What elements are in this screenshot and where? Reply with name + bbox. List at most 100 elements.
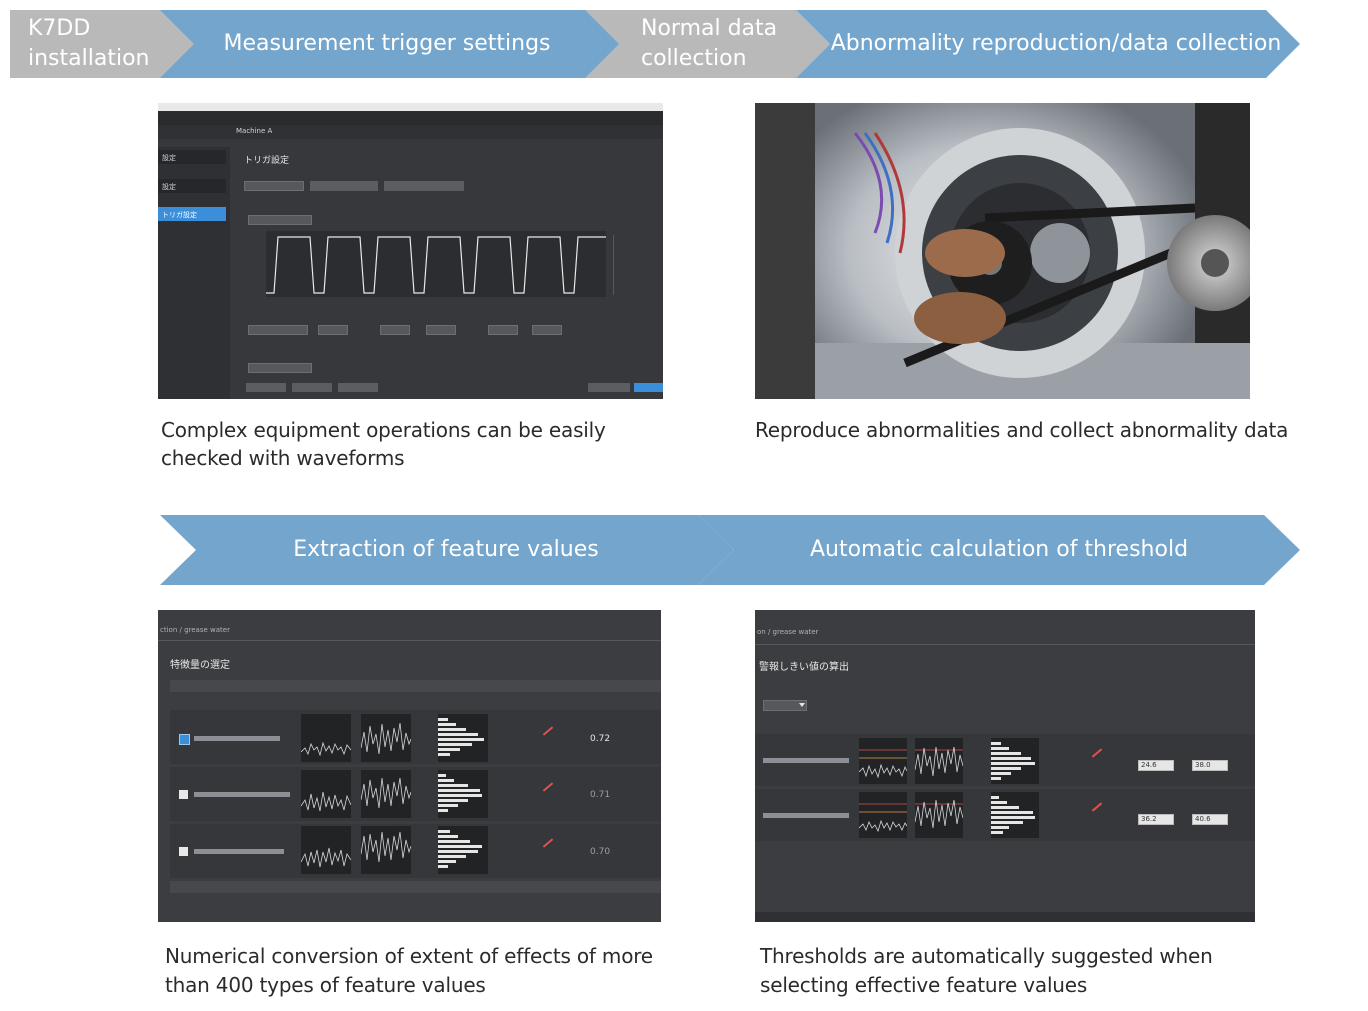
waveform-thumb-normal [301, 714, 351, 762]
sidebar-item-selected[interactable] [158, 207, 226, 221]
waveform-thumb-abnormal [915, 792, 963, 838]
feature-name-bar [194, 849, 284, 854]
trigger-option-button[interactable] [310, 181, 378, 191]
param-input[interactable] [426, 325, 456, 335]
step-measurement-trigger-settings: Measurement trigger settings [160, 10, 620, 78]
step-label: Automatic calculation of threshold [809, 537, 1189, 562]
feature-score: 0.71 [590, 790, 611, 800]
step-label-line2: collection [641, 46, 747, 71]
histogram-thumb [438, 714, 488, 762]
step-label-line1: Normal data [641, 16, 778, 41]
waveform-chart [266, 231, 606, 297]
step-abnormality-reproduction: Abnormality reproduction/data collection [796, 10, 1300, 78]
step-automatic-threshold: Automatic calculation of threshold [698, 515, 1300, 585]
step-label-line2: installation [28, 46, 150, 71]
feature-name-bar [194, 792, 290, 797]
chart-legend [613, 235, 654, 295]
checkbox-icon[interactable] [179, 734, 190, 745]
param-input[interactable] [532, 325, 562, 335]
param-input[interactable] [318, 325, 348, 335]
action-button[interactable] [588, 383, 630, 392]
step-k7dd-installation: K7DD installation [10, 10, 195, 78]
threshold-input-b[interactable] [1192, 814, 1228, 825]
caption-trigger-line1: Complex equipment operations can be easi… [161, 418, 606, 442]
action-button[interactable] [292, 383, 332, 392]
waveform-thumb-abnormal [361, 826, 411, 874]
feature-name-bar [763, 813, 849, 818]
threshold-input-b[interactable] [1192, 760, 1228, 771]
threshold-value-b: 40.6 [1195, 815, 1211, 823]
section-title: トリガ設定 [244, 156, 290, 166]
abnormality-reproduction-photo [755, 103, 1250, 399]
trigger-settings-screenshot: Machine A 設定 設定 トリガ設定 トリガ設定 [158, 103, 663, 399]
histogram-thumb [991, 792, 1039, 838]
step-label-line1: K7DD [28, 16, 91, 41]
breadcrumb: on / grease water [757, 628, 819, 636]
breadcrumb-bar [158, 125, 663, 139]
divider [158, 640, 661, 641]
step-normal-data-collection: Normal data collection [585, 10, 830, 78]
waveform-thumb-abnormal [361, 714, 411, 762]
sidebar-item-label: 設定 [162, 183, 176, 191]
threshold-input-a[interactable] [1138, 760, 1174, 771]
sidebar-item-label: 設定 [162, 154, 176, 162]
histogram-thumb [438, 826, 488, 874]
sidebar-item[interactable] [158, 150, 226, 164]
caption-threshold-line1: Thresholds are automatically suggested w… [760, 944, 1213, 968]
feature-selection-screenshot: ction / grease water 特徴量の選定 0.72 0.71 [158, 610, 661, 922]
dropdown-arrow-icon [799, 703, 805, 707]
breadcrumb: ction / grease water [160, 626, 230, 634]
checkbox-icon[interactable] [179, 790, 188, 799]
column-header-row [170, 696, 661, 706]
feature-name-bar [194, 736, 280, 741]
threshold-input-a[interactable] [1138, 814, 1174, 825]
ok-button[interactable] [634, 383, 663, 392]
threshold-value-a: 24.6 [1141, 761, 1157, 769]
waveform-thumb-normal [301, 826, 351, 874]
caption-features-line1: Numerical conversion of extent of effect… [165, 944, 653, 968]
step-label: Abnormality reproduction/data collection [830, 31, 1282, 56]
screen-title: 警報しきい値の算出 [759, 662, 849, 673]
action-button[interactable] [338, 383, 378, 392]
histogram-thumb [438, 770, 488, 818]
divider [755, 644, 1255, 645]
waveform-thumb-abnormal [915, 738, 963, 784]
trigger-option-button[interactable] [384, 181, 464, 191]
group-header[interactable] [170, 881, 661, 893]
caption-features-line2: than 400 types of feature values [165, 973, 486, 997]
waveform-thumb-normal [301, 770, 351, 818]
toolbar [158, 111, 663, 125]
caption-threshold-line2: selecting effective feature values [760, 973, 1088, 997]
timing-dropdown[interactable] [763, 700, 807, 711]
column-header-row [755, 720, 1255, 730]
caption-abnormal: Reproduce abnormalities and collect abno… [755, 418, 1289, 442]
feature-score: 0.72 [590, 734, 611, 744]
feature-score: 0.70 [590, 847, 611, 857]
panel-footer [755, 912, 1255, 922]
waveform-thumb-abnormal [361, 770, 411, 818]
threshold-value-a: 36.2 [1141, 815, 1157, 823]
waveform-thumb-normal [859, 792, 907, 838]
param-input[interactable] [488, 325, 518, 335]
action-button[interactable] [246, 383, 286, 392]
channel-dropdown[interactable] [248, 215, 312, 225]
checkbox-icon[interactable] [179, 847, 188, 856]
histogram-thumb [991, 738, 1039, 784]
waveform-thumb-normal [859, 738, 907, 784]
step-extraction-of-feature-values: Extraction of feature values [160, 515, 734, 585]
threshold-value-b: 38.0 [1195, 761, 1211, 769]
step-label: Extraction of feature values [293, 537, 599, 562]
threshold-calculation-screenshot: on / grease water 警報しきい値の算出 24.6 38.0 36… [755, 610, 1255, 922]
param-input[interactable] [380, 325, 410, 335]
param-input[interactable] [248, 325, 308, 335]
feature-name-bar [763, 758, 849, 763]
trigger-type-dropdown[interactable] [244, 181, 304, 191]
sampling-dropdown[interactable] [248, 363, 312, 373]
group-header[interactable] [170, 680, 661, 692]
sidebar-item-label: トリガ設定 [162, 211, 197, 219]
breadcrumb-item: Machine A [236, 127, 273, 135]
screen-title: 特徴量の選定 [170, 660, 230, 671]
window-titlebar [158, 103, 663, 111]
step-label: Measurement trigger settings [223, 31, 551, 56]
sidebar-item[interactable] [158, 179, 226, 193]
